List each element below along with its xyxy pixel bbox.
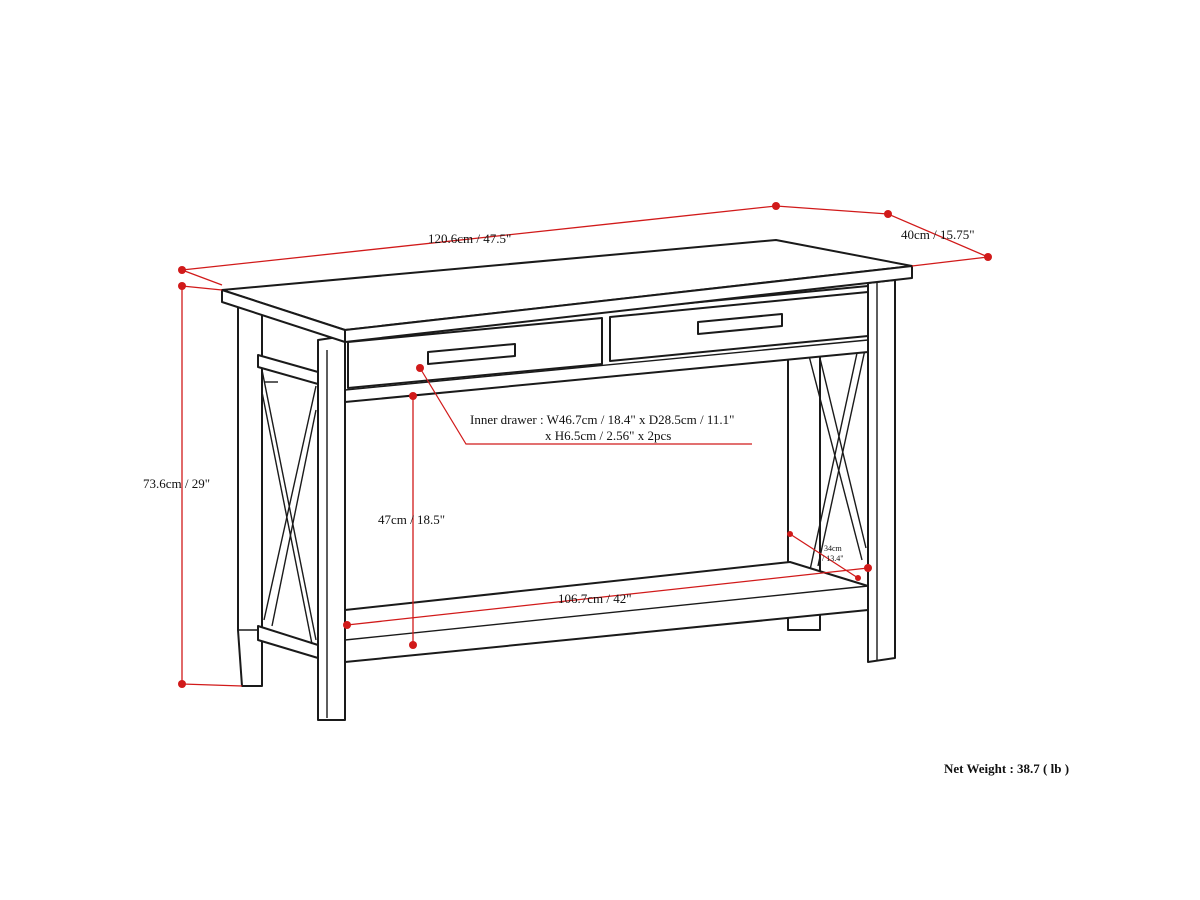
table-top: [221, 239, 913, 343]
top-depth-label: 40cm / 15.75": [901, 227, 975, 242]
front-right-leg: [867, 279, 896, 663]
top-width-dimension: 120.6cm / 47.5": [178, 202, 780, 286]
left-side-x-brace: [257, 354, 319, 659]
dimension-annotations: 120.6cm / 47.5" 40cm / 15.75" 73.6cm / 2…: [143, 202, 992, 688]
shelf-clearance-label: 47cm / 18.5": [378, 512, 445, 527]
inner-drawer-line1: Inner drawer : W46.7cm / 18.4" x D28.5cm…: [470, 412, 734, 427]
right-drawer-handle: [697, 313, 783, 335]
top-width-label: 120.6cm / 47.5": [428, 231, 511, 246]
shelf-clearance-dimension: 47cm / 18.5": [378, 392, 445, 649]
shelf-depth-dimension: 34cm / 13.4": [787, 531, 861, 581]
total-height-dimension: 73.6cm / 29": [143, 282, 243, 688]
left-drawer-handle: [427, 343, 516, 365]
shelf-width-label: 106.7cm / 42": [558, 591, 632, 606]
left-drawer: [347, 317, 603, 389]
net-weight-label: Net Weight : 38.7 ( lb ): [944, 761, 1069, 776]
right-drawer: [609, 291, 869, 362]
total-height-label: 73.6cm / 29": [143, 476, 210, 491]
inner-drawer-line2: x H6.5cm / 2.56" x 2pcs: [545, 428, 671, 443]
inner-drawer-callout: Inner drawer : W46.7cm / 18.4" x D28.5cm…: [416, 364, 752, 445]
shelf-depth-label-line2: / 13.4": [822, 554, 844, 563]
shelf-depth-label-line1: 34cm: [824, 544, 843, 553]
shelf-width-dimension: 106.7cm / 42": [343, 564, 872, 629]
console-table-drawing: [221, 239, 913, 721]
top-depth-dimension: 40cm / 15.75": [775, 205, 992, 267]
front-left-leg: [317, 335, 346, 721]
